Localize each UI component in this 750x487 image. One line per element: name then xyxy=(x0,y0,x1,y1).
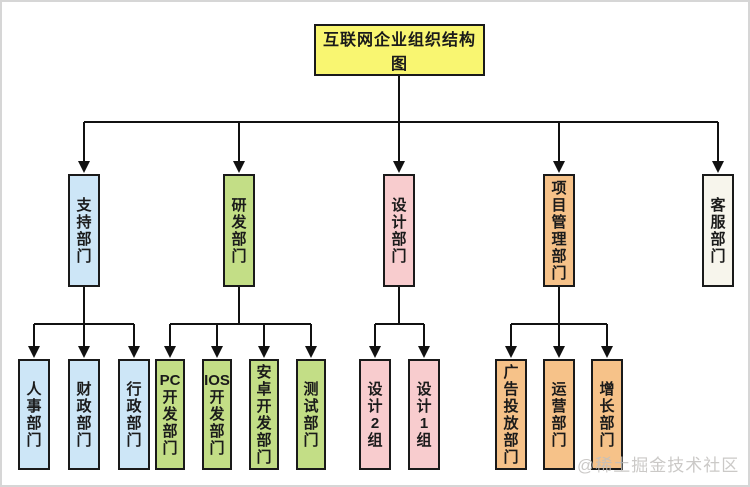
team-node-hr-label: 人 事 部 门 xyxy=(26,380,42,449)
watermark: @稀土掘金技术社区 xyxy=(577,456,740,475)
dept-node-customer-service-label: 客 服 部 门 xyxy=(710,196,726,265)
team-node-testing: 测 试 部 门 xyxy=(296,359,326,470)
team-node-pc-dev: PC 开 发 部 门 xyxy=(155,359,185,470)
dept-node-support: 支 持 部 门 xyxy=(68,174,100,287)
team-node-finance-label: 财 政 部 门 xyxy=(76,380,92,449)
root-node: 互联网企业组织结构图 xyxy=(314,24,485,76)
team-node-android-dev-label: 安 卓 开 发 部 门 xyxy=(256,363,272,466)
team-node-growth: 增 长 部 门 xyxy=(591,359,623,470)
team-node-admin-label: 行 政 部 门 xyxy=(126,380,142,449)
dept-node-customer-service: 客 服 部 门 xyxy=(702,174,734,287)
team-node-operations-label: 运 营 部 门 xyxy=(551,380,567,449)
team-node-design-group-1: 设 计 1 组 xyxy=(408,359,440,470)
team-node-design-group-2: 设 计 2 组 xyxy=(359,359,391,470)
team-node-ios-dev: IOS 开 发 部 门 xyxy=(202,359,232,470)
connector-trunks xyxy=(34,76,718,325)
team-node-pc-dev-label: PC 开 发 部 门 xyxy=(159,372,181,457)
team-node-ios-dev-label: IOS 开 发 部 门 xyxy=(204,372,230,457)
dept-node-support-label: 支 持 部 门 xyxy=(76,196,92,265)
team-node-admin: 行 政 部 门 xyxy=(118,359,150,470)
team-node-design-group-2-label: 设 计 2 组 xyxy=(367,380,383,449)
dept-node-design: 设 计 部 门 xyxy=(383,174,415,287)
dept-node-project-management-label: 项 目 管 理 部 门 xyxy=(551,179,567,282)
team-node-design-group-1-label: 设 计 1 组 xyxy=(416,380,432,449)
dept-node-rnd: 研 发 部 门 xyxy=(223,174,255,287)
team-node-android-dev: 安 卓 开 发 部 门 xyxy=(249,359,279,470)
dept-node-design-label: 设 计 部 门 xyxy=(391,196,407,265)
team-node-ad-placement-label: 广 告 投 放 部 门 xyxy=(503,363,519,466)
dept-node-project-management: 项 目 管 理 部 门 xyxy=(543,174,575,287)
team-node-ad-placement: 广 告 投 放 部 门 xyxy=(495,359,527,470)
team-node-finance: 财 政 部 门 xyxy=(68,359,100,470)
team-node-testing-label: 测 试 部 门 xyxy=(303,380,319,449)
team-node-hr: 人 事 部 门 xyxy=(18,359,50,470)
team-node-operations: 运 营 部 门 xyxy=(543,359,575,470)
root-node-label: 互联网企业组织结构图 xyxy=(322,32,476,73)
team-node-growth-label: 增 长 部 门 xyxy=(599,380,615,449)
dept-node-rnd-label: 研 发 部 门 xyxy=(231,196,247,265)
